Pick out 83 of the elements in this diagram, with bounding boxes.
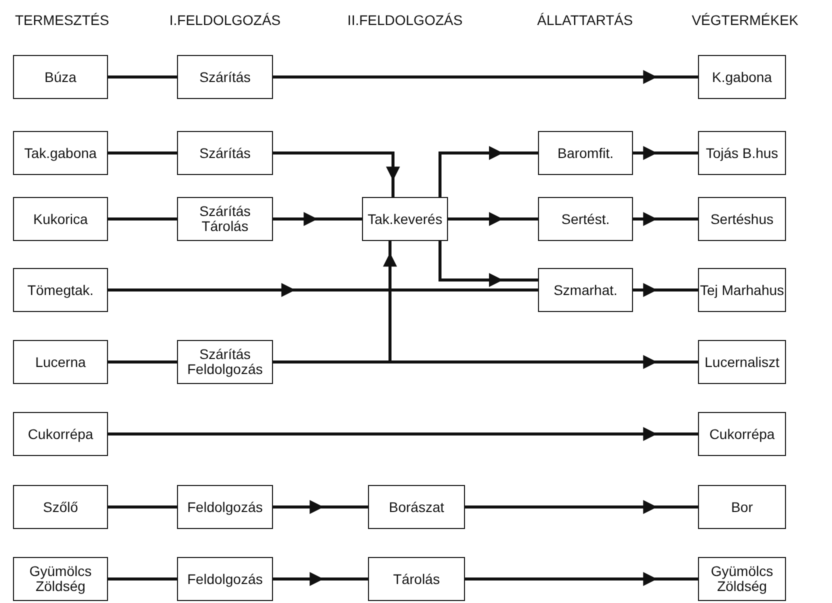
column-heading: VÉGTERMÉKEK — [692, 12, 798, 28]
box-label: Lucerna — [35, 354, 86, 370]
box-label: Szárítás — [199, 70, 251, 84]
connector-line — [108, 218, 177, 220]
box-label: Szmarhat. — [554, 282, 618, 298]
process-box — [698, 55, 786, 99]
connector-line — [108, 76, 177, 78]
box-label: Tak.gabona — [24, 146, 97, 160]
box-label: Gyümölcs Zöldség — [28, 564, 93, 594]
connector-line — [108, 506, 177, 508]
box-label: Szőlő — [42, 500, 78, 514]
process-box — [13, 340, 108, 384]
arrow — [438, 146, 538, 197]
box-label: Bor — [731, 500, 753, 514]
box-label: Sertéshus — [710, 212, 774, 226]
process-box — [538, 131, 633, 175]
arrow — [465, 500, 698, 514]
process-box — [13, 412, 108, 456]
arrow — [448, 212, 538, 226]
column-heading: ÁLLATTARTÁS — [537, 12, 633, 28]
process-box — [177, 197, 273, 241]
process-box — [698, 197, 786, 241]
box-label: Szárítás — [199, 146, 251, 160]
process-box — [698, 268, 786, 312]
box-label: Gyümölcs Zöldség — [710, 564, 774, 594]
arrow — [438, 241, 538, 287]
arrow — [633, 146, 698, 160]
box-label: Tej Marhahus — [700, 282, 784, 298]
box-label: Feldolgozás — [187, 572, 263, 586]
arrow — [108, 283, 538, 297]
connector-line — [108, 578, 177, 580]
arrow — [273, 152, 400, 197]
process-box — [177, 131, 273, 175]
process-box — [177, 340, 273, 384]
box-label: Szárítás Feldolgozás — [186, 347, 264, 377]
arrow — [273, 70, 698, 84]
box-label: Szárítás Tárolás — [198, 204, 252, 234]
arrow — [273, 572, 368, 586]
column-heading: I.FELDOLGOZÁS — [169, 12, 281, 28]
arrow — [465, 572, 698, 586]
arrow — [273, 500, 368, 514]
process-box — [13, 268, 108, 312]
process-box — [698, 131, 786, 175]
process-box — [177, 485, 273, 529]
process-box — [177, 55, 273, 99]
box-label: Kukorica — [33, 212, 88, 226]
box-label: Tárolás — [393, 572, 440, 586]
process-box — [13, 131, 108, 175]
connector-line — [108, 152, 177, 154]
process-box — [698, 412, 786, 456]
arrow — [273, 241, 397, 364]
box-label: K.gabona — [712, 70, 772, 84]
box-label: Cukorrépa — [709, 426, 775, 442]
column-heading: TERMESZTÉS — [14, 12, 110, 28]
box-label: Tak.keverés — [368, 212, 442, 226]
process-box — [368, 557, 465, 601]
process-box — [538, 268, 633, 312]
process-box — [13, 55, 108, 99]
process-box — [698, 340, 786, 384]
box-label: Tojás B.hus — [706, 146, 778, 160]
box-label: Cukorrépa — [28, 426, 94, 442]
process-box — [368, 485, 465, 529]
connector-line — [108, 360, 177, 364]
process-box — [698, 557, 786, 601]
process-box — [177, 557, 273, 601]
box-label: Lucernaliszt — [704, 354, 780, 370]
process-box — [698, 485, 786, 529]
process-box — [362, 197, 448, 241]
box-label: Sertést. — [561, 212, 610, 226]
process-box — [13, 485, 108, 529]
box-label: Búza — [44, 70, 76, 84]
arrow — [633, 283, 698, 297]
arrow — [273, 212, 362, 226]
box-label: Borászat — [388, 500, 444, 514]
box-label: Feldolgozás — [187, 500, 263, 514]
arrow — [633, 212, 698, 226]
process-box — [538, 197, 633, 241]
process-box — [13, 197, 108, 241]
box-label: Baromfit. — [557, 146, 614, 160]
column-heading: II.FELDOLGOZÁS — [347, 12, 463, 28]
process-box — [13, 557, 108, 601]
arrow — [108, 427, 698, 441]
box-label: Tömegtak. — [27, 282, 94, 298]
